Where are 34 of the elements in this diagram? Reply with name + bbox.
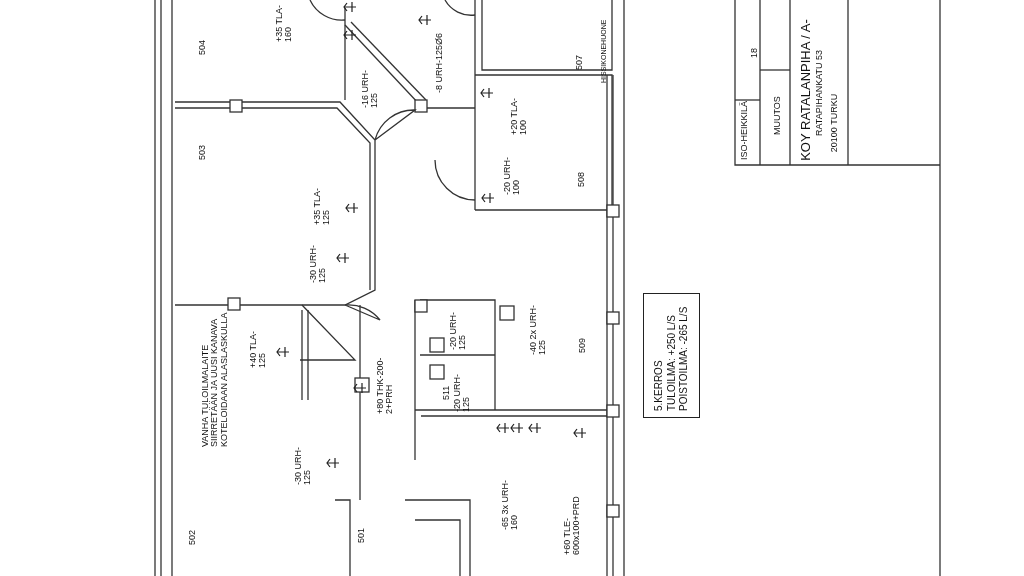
- room-number: 503: [198, 143, 208, 160]
- air-terminal-label: -30 URH-125: [293, 446, 313, 485]
- summary-text: TULOILMA: +250 L/S: [665, 313, 678, 411]
- title-block-text: KOY RATALANPIHA / A-: [799, 19, 813, 161]
- room-number: 507: [575, 53, 585, 70]
- title-block-text: ISO-HEIKKILÄ: [740, 99, 750, 160]
- air-terminal-label: -65 3x URH-160: [500, 480, 520, 530]
- airflow-summary-box: [643, 293, 700, 418]
- room-number: 502: [188, 528, 198, 545]
- room-number: 508: [577, 170, 587, 187]
- room-number: 504: [198, 38, 208, 55]
- air-terminal-label: +35 TLA-160: [274, 3, 294, 42]
- room-number: 501: [357, 526, 367, 543]
- air-terminal-label: +40 TLA-125: [248, 329, 268, 368]
- room-number: 511: [442, 384, 452, 400]
- air-terminal-label: -40 2x URH-125: [528, 305, 548, 355]
- air-terminal-label: +20 TLA-100: [509, 96, 529, 135]
- title-block-text: RATAPIHANKATU 53: [815, 50, 825, 136]
- title-block-text: MUUTOS: [773, 95, 783, 135]
- air-terminal-label: -20 URH-100: [502, 156, 522, 195]
- air-terminal-label: +35 TLA-125: [312, 186, 332, 225]
- room-number: 509: [578, 336, 588, 353]
- air-terminal-label: -20 URH-125: [448, 311, 468, 350]
- air-terminal-label: -16 URH-125: [360, 69, 380, 108]
- summary-text: POISTOILMA: -265 L/S: [677, 305, 690, 411]
- air-terminal-label: -20 URH-125: [452, 373, 472, 412]
- title-block-text: 18: [750, 47, 760, 58]
- title-block-text: 20100 TURKU: [830, 93, 840, 153]
- note-text: VANHA TULOILMALAITE SIIRRETÄÄN JA UUSI KANAVA KOTELOIDAAN ALASLASKULLA: [200, 311, 230, 447]
- air-terminal-label: +80 THK-200-2+PRH: [375, 356, 395, 414]
- air-terminal-label: -30 URH-125: [308, 244, 328, 283]
- air-terminal-label: +60 TLE-600x100+PRD: [562, 495, 582, 555]
- summary-text: 5.KERROS: [652, 358, 665, 411]
- air-terminal-label: -8 URH-125Ø6: [435, 31, 445, 93]
